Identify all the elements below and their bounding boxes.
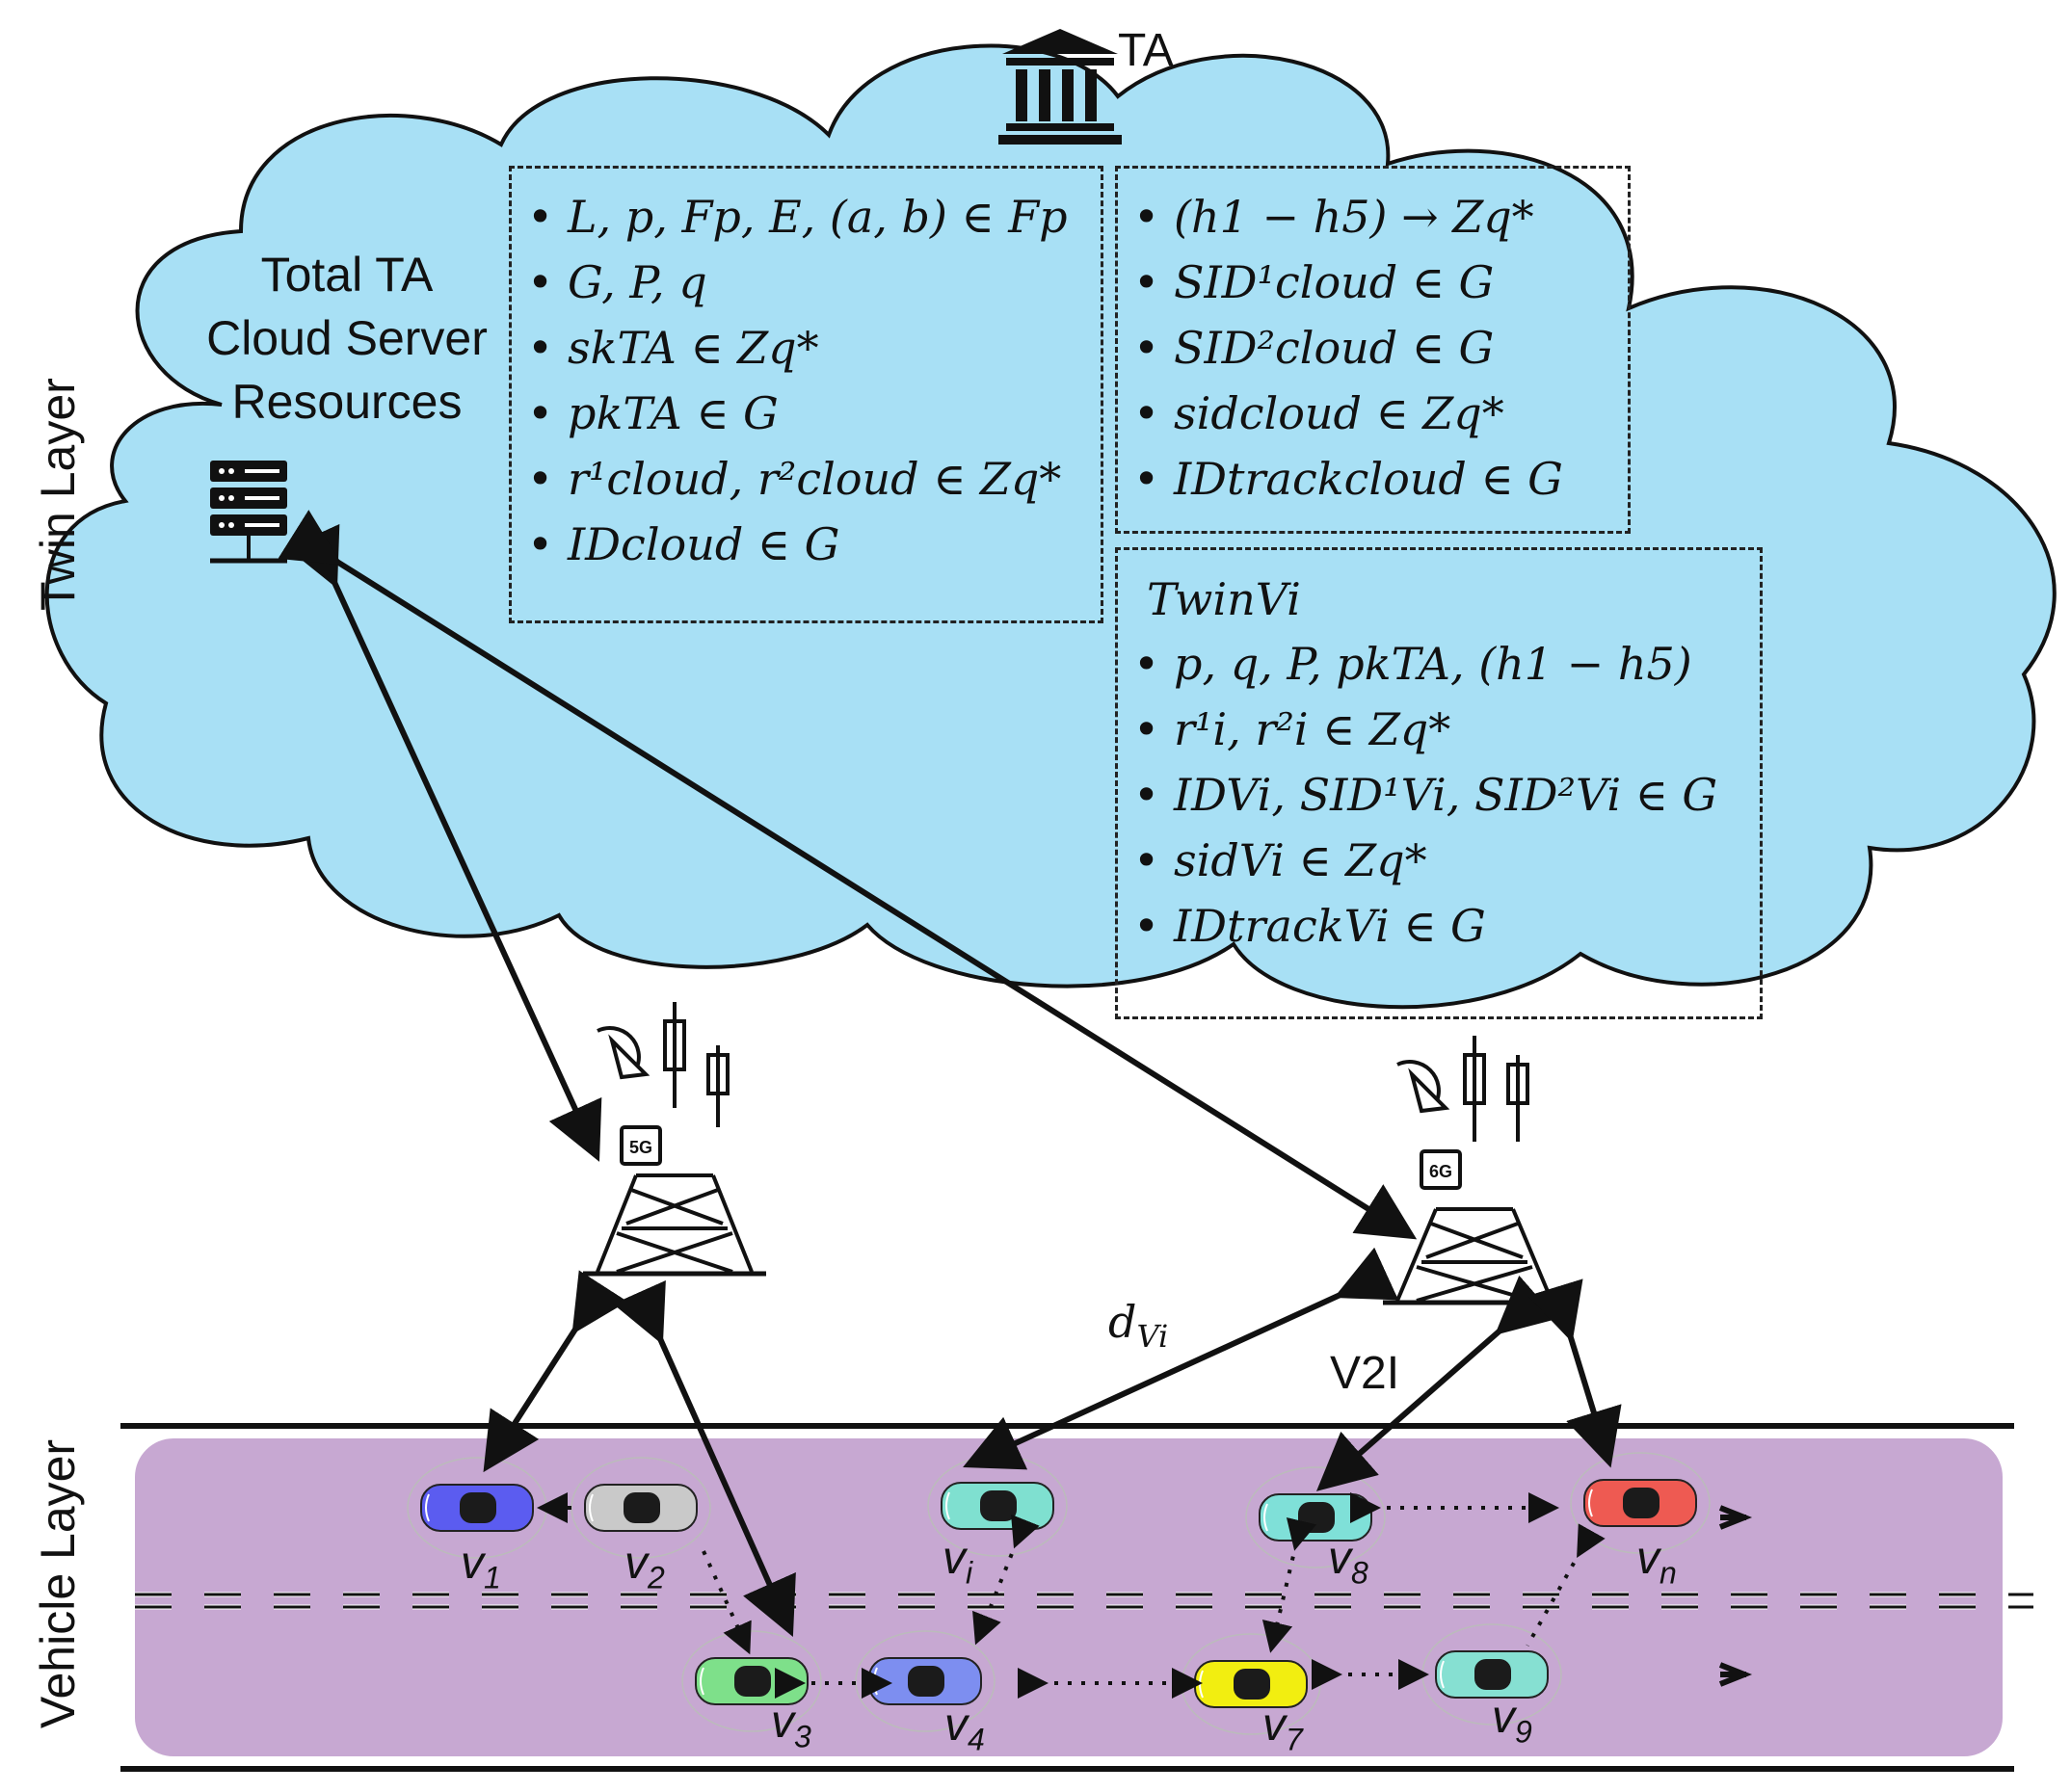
cloud-caption: Total TA Cloud Server Resources xyxy=(183,243,511,434)
param-item: G, P, q xyxy=(512,250,1101,315)
vehicle-label-main: v xyxy=(1492,1692,1515,1743)
vehicle-label-sub: 2 xyxy=(648,1560,665,1595)
distance-label-sub: Vi xyxy=(1136,1318,1169,1356)
distance-label: dVi xyxy=(1108,1296,1168,1355)
vehicle-label-v4: v4 xyxy=(944,1699,985,1758)
link-5g-v3 xyxy=(613,1279,796,1637)
link-server-6g xyxy=(278,510,1418,1240)
vehicle-label-main: v xyxy=(1262,1700,1286,1751)
vehicle-label-v1: v1 xyxy=(461,1537,501,1596)
v2v-links xyxy=(537,1492,1606,1699)
vehicle-label-v2: v2 xyxy=(624,1537,665,1596)
car-icon xyxy=(1181,1633,1321,1735)
server-icon xyxy=(210,461,287,564)
twin-item: p, q, P, pkTA, (h1 − h5) xyxy=(1118,631,1760,697)
vehicle-label-sub: 9 xyxy=(1515,1714,1532,1750)
param-item: IDcloud ∈ G xyxy=(512,512,1101,577)
vehicle-layer-label: Vehicle Layer xyxy=(31,1438,85,1729)
vehicle-label-v7: v7 xyxy=(1262,1699,1303,1758)
car-icon xyxy=(1570,1452,1711,1554)
cloud-id-item: SID¹cloud ∈ G xyxy=(1118,250,1628,315)
twin-heading: TwinVi xyxy=(1147,573,1301,625)
link-6g-vn xyxy=(1527,1278,1622,1468)
cloud-id-item: SID²cloud ∈ G xyxy=(1118,315,1628,381)
vehicle-label-sub: i xyxy=(966,1555,973,1591)
param-item: L, p, Fp, E, (a, b) ∈ Fp xyxy=(512,184,1101,250)
road xyxy=(120,1423,2033,1772)
tower-badge-6g: 6G xyxy=(1429,1162,1452,1181)
twin-item: r¹i, r²i ∈ Zq* xyxy=(1118,697,1760,762)
ta-parameters-box: L, p, Fp, E, (a, b) ∈ Fp G, P, q skTA ∈ … xyxy=(509,166,1103,623)
bank-icon xyxy=(998,29,1122,145)
cloud-caption-line: Total TA xyxy=(260,248,434,302)
cloud-identity-box: (h1 − h5) → Zq* SID¹cloud ∈ G SID²cloud … xyxy=(1115,166,1631,534)
cloud-id-item: IDtrackcloud ∈ G xyxy=(1118,446,1628,512)
twin-item: IDVi, SID¹Vi, SID²Vi ∈ G xyxy=(1118,762,1760,828)
vehicle-label-v9: v9 xyxy=(1492,1691,1532,1751)
link-6g-v8 xyxy=(1315,1275,1557,1491)
tower-badge-5g: 5G xyxy=(629,1138,652,1157)
car-icon xyxy=(1421,1623,1562,1726)
vehicle-label-sub: n xyxy=(1659,1555,1677,1591)
tower-6g: 6G xyxy=(1383,1036,1566,1305)
cloud-id-item: sidcloud ∈ Zq* xyxy=(1118,381,1628,446)
vehicle-label-sub: 4 xyxy=(968,1722,985,1757)
vehicle-label-main: v xyxy=(1636,1533,1659,1584)
v2i-label: V2I xyxy=(1330,1348,1400,1399)
twin-item: sidVi ∈ Zq* xyxy=(1118,828,1760,893)
lane-arrow-icon xyxy=(1718,1662,1753,1687)
vehicle-label-v3: v3 xyxy=(771,1696,811,1755)
param-item: skTA ∈ Zq* xyxy=(512,315,1101,381)
vehicle-label-main: v xyxy=(943,1533,966,1584)
ta-label: TA xyxy=(1118,25,1174,76)
link-6g-vi xyxy=(963,1247,1399,1470)
twin-box: TwinVi p, q, P, pkTA, (h1 − h5) r¹i, r²i… xyxy=(1115,547,1763,1019)
vehicle-label-sub: 1 xyxy=(484,1560,501,1595)
vehicle-label-sub: 8 xyxy=(1351,1555,1368,1591)
car-icon xyxy=(407,1457,547,1559)
tower-5g: 5G xyxy=(583,1002,766,1277)
vehicle-label-main: v xyxy=(944,1700,968,1751)
vehicle-label-main: v xyxy=(1328,1533,1351,1584)
twin-item: IDtrackVi ∈ G xyxy=(1118,893,1760,959)
vehicle-label-main: v xyxy=(624,1538,648,1589)
vehicle-label-main: v xyxy=(771,1697,794,1748)
vehicle-label-v8: v8 xyxy=(1328,1532,1368,1592)
param-item: r¹cloud, r²cloud ∈ Zq* xyxy=(512,446,1101,512)
vehicle-label-sub: 7 xyxy=(1286,1722,1303,1757)
vehicle-label-main: v xyxy=(461,1538,484,1589)
links xyxy=(278,510,1622,1637)
cloud-id-item: (h1 − h5) → Zq* xyxy=(1118,184,1628,250)
vehicle-label-vn: vn xyxy=(1636,1532,1677,1592)
cloud-caption-line: Cloud Server xyxy=(206,311,488,365)
twin-layer-label: Twin Layer xyxy=(31,378,85,611)
lane-arrow-icon xyxy=(1718,1505,1753,1530)
car-icon xyxy=(855,1630,996,1732)
cloud-caption-line: Resources xyxy=(231,375,463,429)
distance-label-main: d xyxy=(1108,1296,1137,1348)
vehicle-label-sub: 3 xyxy=(794,1719,811,1754)
param-item: pkTA ∈ G xyxy=(512,381,1101,446)
link-5g-v1 xyxy=(483,1270,628,1473)
vehicle-label-vi: vi xyxy=(943,1532,972,1592)
